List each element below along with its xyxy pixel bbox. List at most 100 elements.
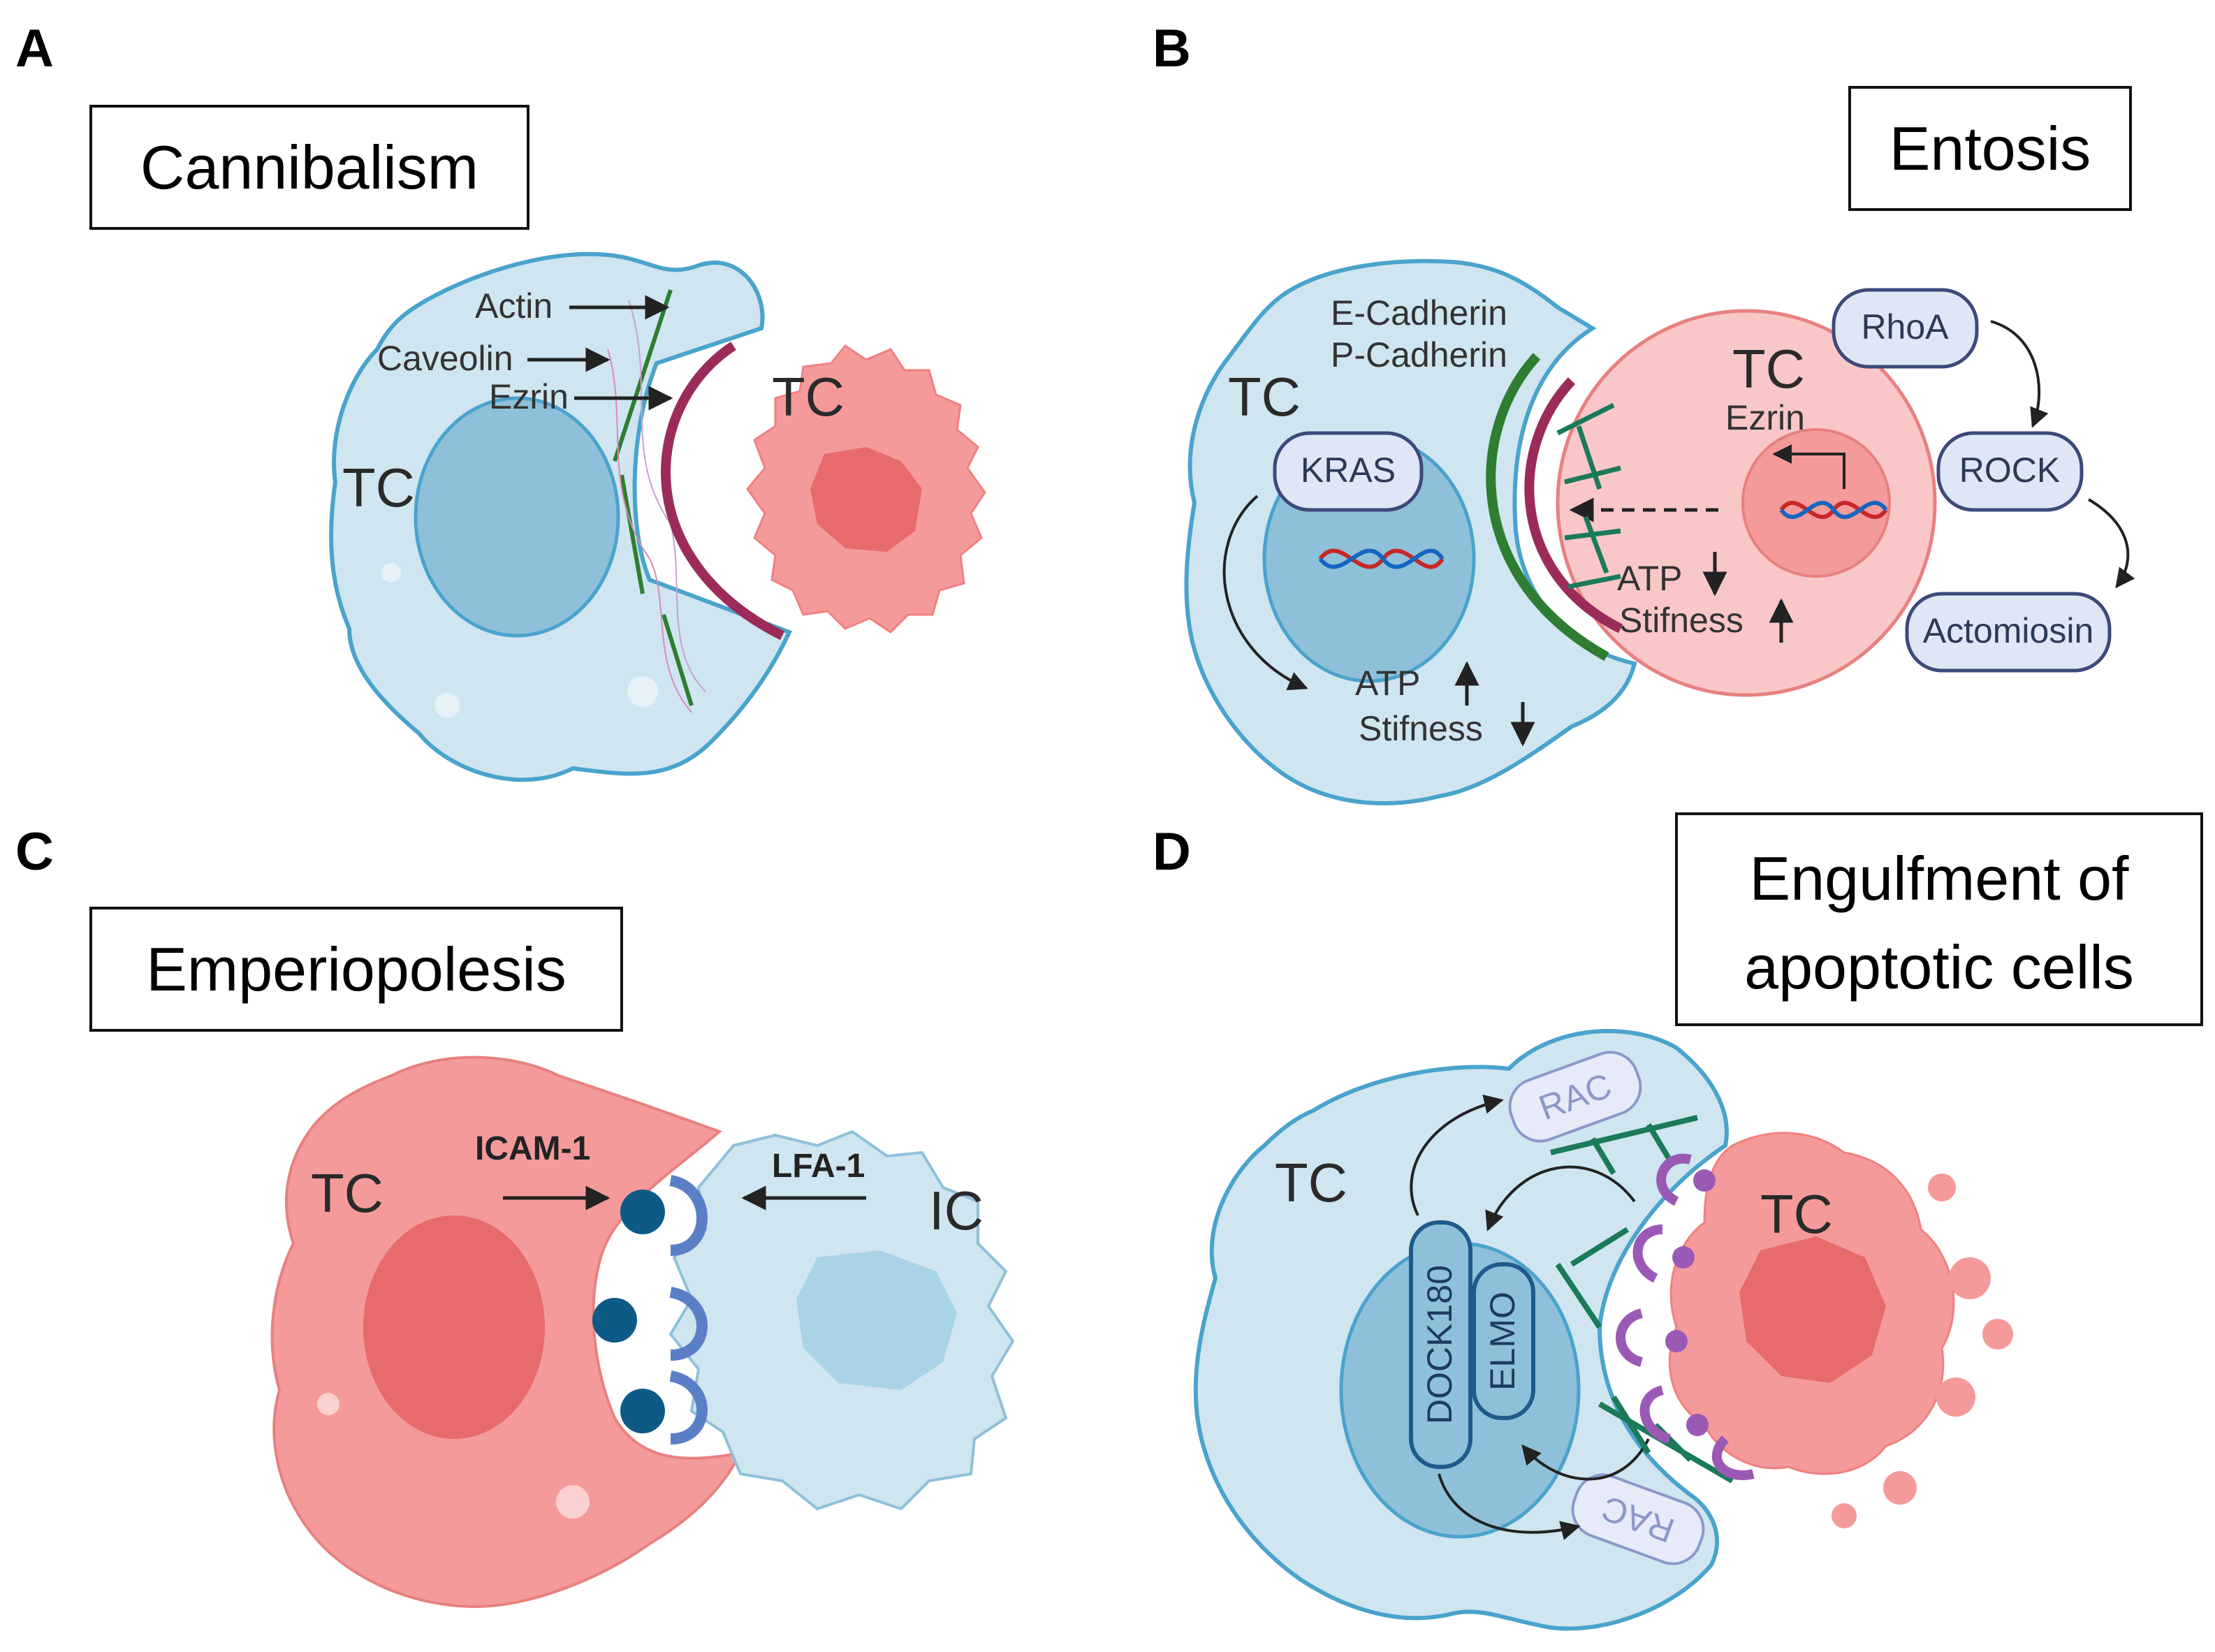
dna-helix xyxy=(1318,548,1445,569)
apoptotic-nucleus-d xyxy=(1739,1236,1886,1383)
actomiosin-box xyxy=(1905,592,2112,673)
stiffness-inner-label: Stifness xyxy=(1619,601,1744,640)
icam1-dot xyxy=(620,1389,665,1433)
tc-host-label-b: TC xyxy=(1228,366,1301,427)
caveolin-label: Caveolin xyxy=(377,339,513,378)
lfa1-arc xyxy=(669,1175,708,1256)
icam1-dot xyxy=(620,1190,665,1234)
panel-b-title-box xyxy=(1848,86,2132,211)
rac-bottom-box: RAC xyxy=(1571,1473,1705,1565)
ezrin-arc-b xyxy=(1524,377,1623,634)
actin-label: Actin xyxy=(475,286,553,326)
rock-label: ROCK xyxy=(1959,451,2060,490)
tc-host-label-d: TC xyxy=(1275,1152,1347,1213)
panel-c: C Emperiopolesis ICAM-1 LFA-1 TC IC xyxy=(15,822,1015,1609)
kras-box xyxy=(1273,431,1424,512)
tc-label-c: TC xyxy=(311,1162,383,1224)
apoptotic-bleb xyxy=(1883,1471,1917,1505)
lfa1-arc xyxy=(669,1287,708,1361)
transcription-arrow xyxy=(1772,444,1845,489)
kras-arrow xyxy=(1222,495,1308,691)
ezrin-label-a: Ezrin xyxy=(489,377,569,416)
panel-d-title-line1: Engulfment of xyxy=(1750,844,2130,913)
actin-fiber xyxy=(661,614,694,706)
actin-strokes-b xyxy=(1556,402,1621,590)
lfa1-label: LFA-1 xyxy=(772,1148,865,1185)
panel-d: D Engulfment of apoptotic cells DOCK180 … xyxy=(1153,812,2203,1631)
tc-host-label-a: TC xyxy=(342,457,415,518)
cadherin-arc xyxy=(1486,353,1609,661)
rhoa-box xyxy=(1832,288,1979,369)
panel-b-title: Entosis xyxy=(1889,114,2091,183)
ligand-dot xyxy=(1686,1414,1709,1436)
vesicle xyxy=(434,693,460,718)
lfa1-arc xyxy=(669,1370,708,1445)
p-cadherin-label: P-Cadherin xyxy=(1331,335,1507,374)
panel-c-title: Emperiopolesis xyxy=(146,935,566,1004)
immune-nucleus-c xyxy=(796,1250,957,1390)
panel-d-title-line2: apoptotic cells xyxy=(1744,933,2134,1002)
apoptotic-bleb xyxy=(1982,1319,2013,1350)
tc-apoptotic-label-d: TC xyxy=(1760,1183,1833,1245)
ic-label-c: IC xyxy=(929,1180,984,1241)
rhoa-label: RhoA xyxy=(1861,307,1949,346)
actin-fiber xyxy=(620,474,645,594)
rock-actomiosin-arrow xyxy=(2087,498,2135,589)
panel-a: A Cannibalism Actin Caveolin Ezrin TC TC xyxy=(15,19,986,782)
atp-inner-label: ATP xyxy=(1617,559,1683,598)
caveolin-fiber xyxy=(607,349,692,713)
receptor-arc xyxy=(1711,1435,1755,1480)
ligand-dot xyxy=(1672,1246,1695,1269)
rac-activation-arrow xyxy=(1410,1094,1504,1216)
apoptotic-bleb xyxy=(1928,1174,1956,1201)
vesicle xyxy=(381,563,401,583)
panel-c-letter: C xyxy=(15,822,54,882)
panel-d-title-box xyxy=(1675,812,2203,1026)
panel-a-letter: A xyxy=(15,19,54,78)
ezrin-label-b: Ezrin xyxy=(1725,398,1805,437)
ligand-dot xyxy=(1665,1330,1688,1352)
icam1-label: ICAM-1 xyxy=(475,1130,590,1167)
rac-arrow-bottom xyxy=(1438,1473,1581,1540)
icam1-dot xyxy=(592,1298,637,1343)
elmo-label: ELMO xyxy=(1483,1292,1522,1391)
panel-b-letter: B xyxy=(1153,19,1191,78)
receptor-arc xyxy=(1639,1385,1672,1444)
receptor-arc xyxy=(1656,1153,1692,1206)
signal-arrow-bottom xyxy=(1521,1438,1650,1481)
panel-c-title-box xyxy=(89,907,623,1032)
dock180-label: DOCK180 xyxy=(1420,1265,1459,1424)
rock-box xyxy=(1936,431,2084,512)
vesicle xyxy=(317,1393,339,1415)
panel-a-title-box xyxy=(89,105,529,230)
stiffness-host-label: Stifness xyxy=(1359,709,1483,748)
vesicle xyxy=(627,676,658,707)
ligand-dot xyxy=(1693,1169,1716,1192)
rac-top-box: RAC xyxy=(1508,1051,1642,1143)
signal-arrow-top xyxy=(1485,1165,1636,1231)
receptor-arc xyxy=(1616,1308,1644,1367)
apoptotic-bleb xyxy=(1832,1503,1857,1528)
dna-helix xyxy=(1779,500,1888,520)
host-nucleus-a xyxy=(414,396,620,638)
ezrin-arc-a xyxy=(661,342,785,641)
tc-prey-label-a: TC xyxy=(772,366,845,427)
dock180-box xyxy=(1409,1220,1472,1469)
panel-a-title: Cannibalism xyxy=(140,133,478,202)
vesicle xyxy=(556,1485,590,1519)
apoptotic-bleb xyxy=(1936,1377,1975,1417)
panel-d-letter: D xyxy=(1153,822,1191,882)
apoptotic-bleb xyxy=(1949,1257,1991,1299)
actomiosin-label: Actomiosin xyxy=(1923,611,2094,650)
tumor-nucleus-c xyxy=(363,1215,545,1439)
atp-host-label: ATP xyxy=(1355,664,1421,703)
receptor-arc xyxy=(1632,1225,1663,1283)
rhoa-rock-arrow xyxy=(1990,320,2049,428)
kras-label: KRAS xyxy=(1301,451,1396,490)
panel-b: B Entosis KRAS ATP Stifness E-Cadherin P… xyxy=(1153,19,2135,805)
elmo-box xyxy=(1472,1262,1535,1420)
tc-inner-label-b: TC xyxy=(1732,338,1805,400)
e-cadherin-label: E-Cadherin xyxy=(1331,293,1507,332)
prey-nucleus-a xyxy=(810,447,922,552)
